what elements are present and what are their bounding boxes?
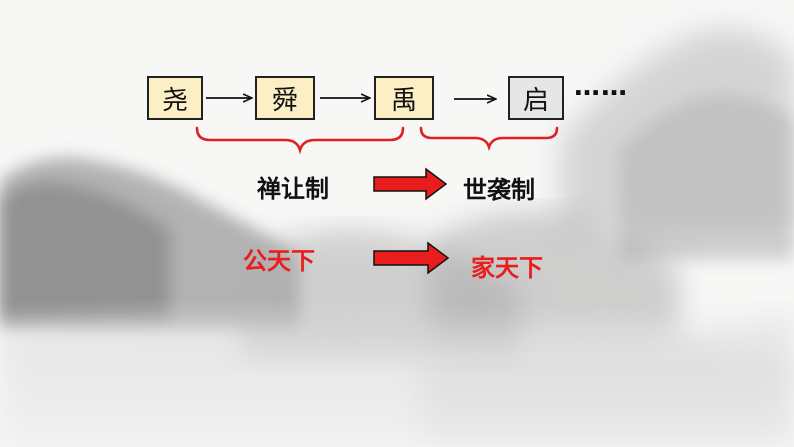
family-realm-label: 家天下 <box>471 254 543 282</box>
block-arrow-realm <box>373 241 450 275</box>
public-realm-label: 公天下 <box>243 247 315 275</box>
brace-hereditary <box>419 126 559 152</box>
ruler-name-qi: 启 <box>522 85 549 116</box>
ruler-name-yao: 尧 <box>161 85 188 116</box>
ruler-box-qi: 启 <box>508 76 564 120</box>
ruler-box-shun: 舜 <box>255 76 315 120</box>
ellipsis-text: …… <box>574 72 628 102</box>
ruler-name-shun: 舜 <box>271 85 298 116</box>
ruler-box-yao: 尧 <box>147 76 203 120</box>
abdication-label: 禅让制 <box>257 175 329 203</box>
hereditary-label: 世袭制 <box>463 176 535 204</box>
block-arrow-system <box>373 167 448 201</box>
ruler-name-yu: 禹 <box>390 85 417 116</box>
ruler-box-yu: 禹 <box>374 76 434 120</box>
brace-abdication <box>195 126 405 155</box>
